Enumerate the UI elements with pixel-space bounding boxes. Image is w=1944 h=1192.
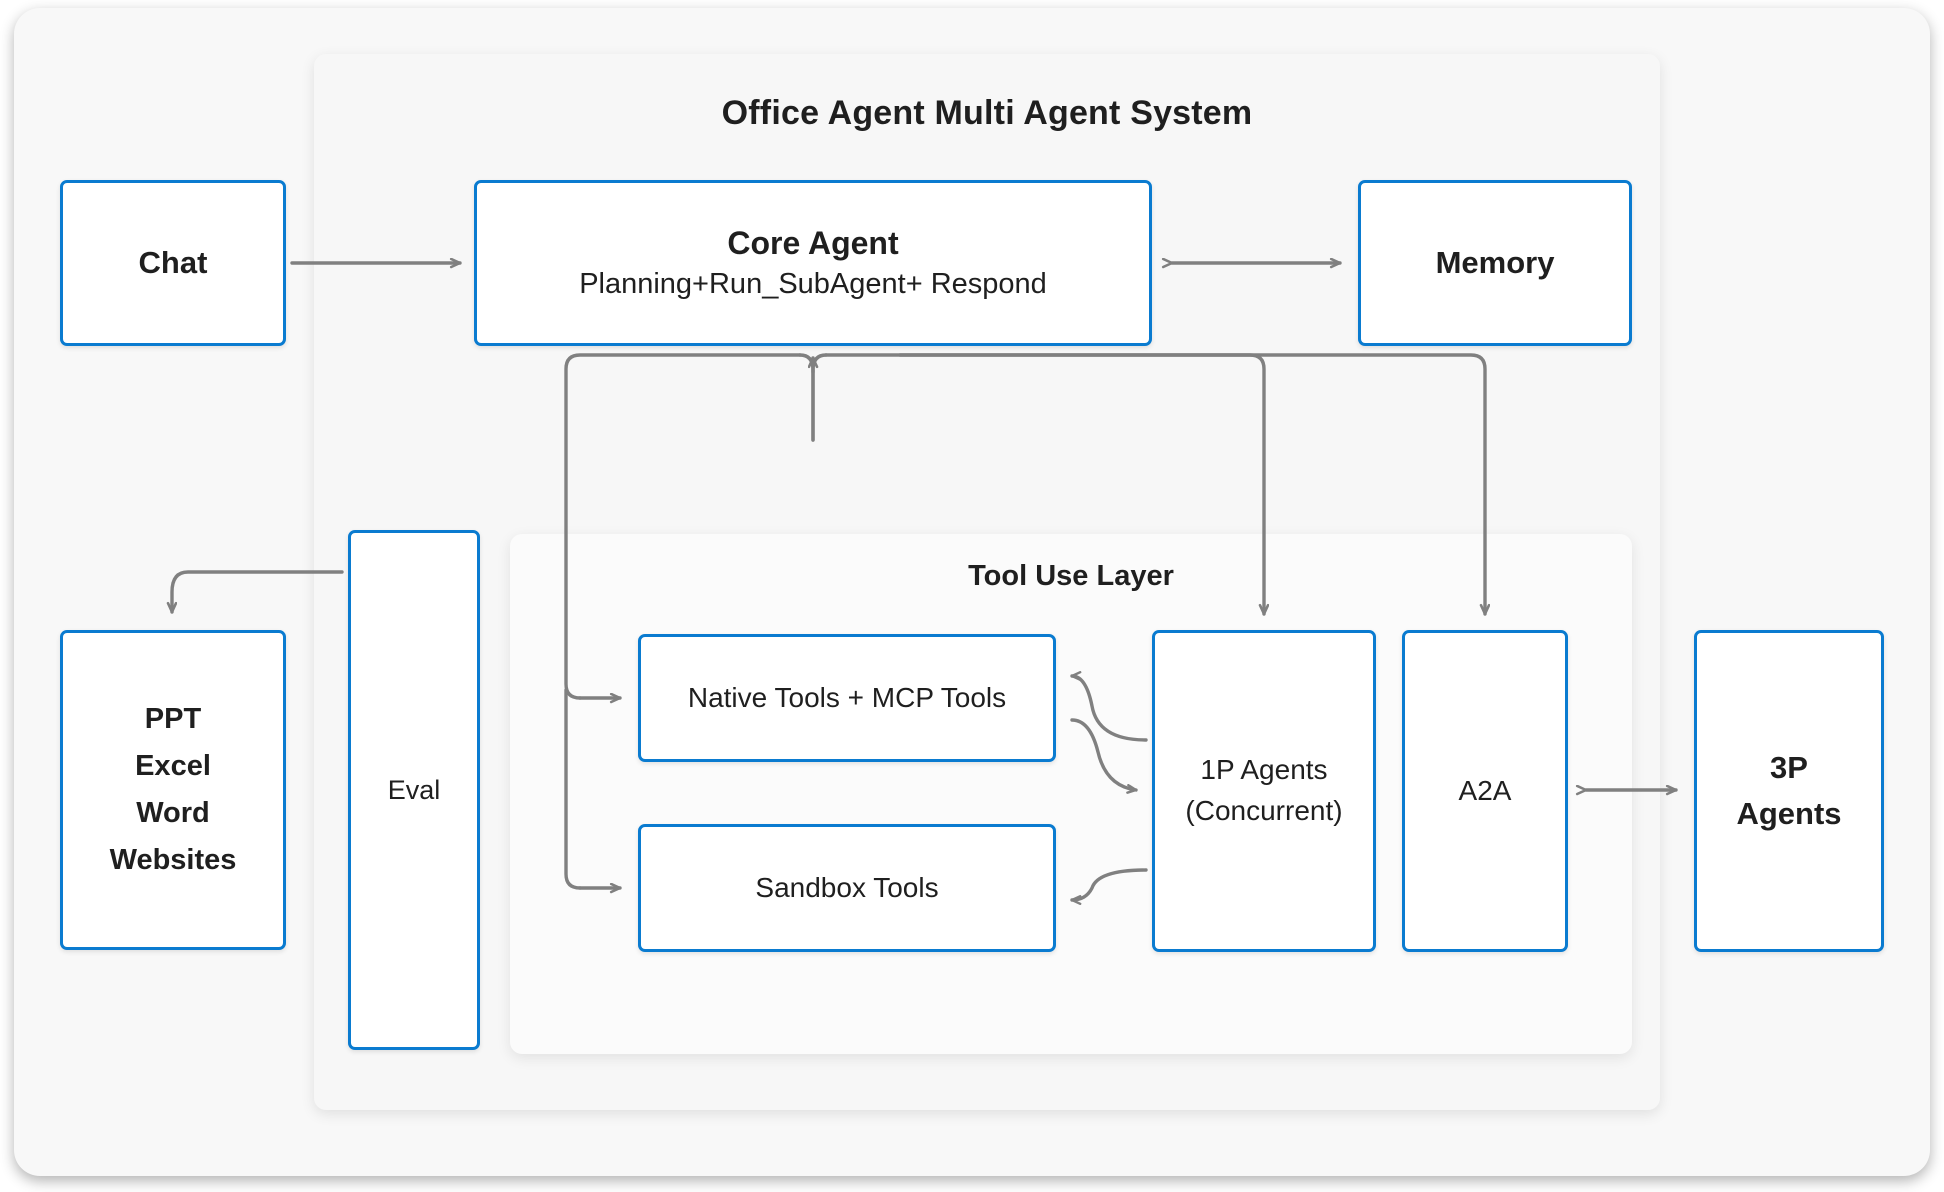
node-eval-label: Eval — [387, 774, 441, 805]
node-core-agent-subtitle: Planning+Run_SubAgent+ Respond — [579, 268, 1047, 300]
node-3p-agents-line1: 3P — [1770, 749, 1808, 785]
node-1p-agents[interactable]: 1P Agents (Concurrent) — [1152, 630, 1376, 952]
node-sandbox-tools[interactable]: Sandbox Tools — [638, 824, 1056, 952]
node-documents-line-excel: Excel — [135, 750, 211, 783]
node-memory-label: Memory — [1435, 245, 1555, 281]
system-title: Office Agent Multi Agent System — [721, 94, 1253, 132]
node-documents-line-ppt: PPT — [144, 703, 202, 736]
node-chat-label: Chat — [138, 245, 208, 281]
tool-use-layer-title: Tool Use Layer — [968, 560, 1174, 592]
node-core-agent[interactable]: Core Agent Planning+Run_SubAgent+ Respon… — [474, 180, 1152, 346]
node-a2a[interactable]: A2A — [1402, 630, 1568, 952]
node-memory[interactable]: Memory — [1358, 180, 1632, 346]
node-sandbox-tools-label: Sandbox Tools — [755, 872, 939, 904]
node-chat[interactable]: Chat — [60, 180, 286, 346]
node-1p-agents-label: 1P Agents — [1200, 754, 1328, 786]
node-documents-line-websites: Websites — [109, 843, 237, 876]
node-native-tools[interactable]: Native Tools + MCP Tools — [638, 634, 1056, 762]
node-3p-agents[interactable]: 3P Agents — [1694, 630, 1884, 952]
node-a2a-label: A2A — [1458, 775, 1512, 807]
node-3p-agents-line2: Agents — [1736, 796, 1842, 831]
node-eval[interactable]: Eval — [348, 530, 480, 1050]
node-1p-agents-sublabel: (Concurrent) — [1185, 795, 1343, 826]
node-documents-line-word: Word — [136, 797, 210, 829]
node-core-agent-title: Core Agent — [727, 225, 899, 262]
node-documents[interactable]: PPT Excel Word Websites — [60, 630, 286, 950]
node-native-tools-label: Native Tools + MCP Tools — [687, 682, 1007, 714]
